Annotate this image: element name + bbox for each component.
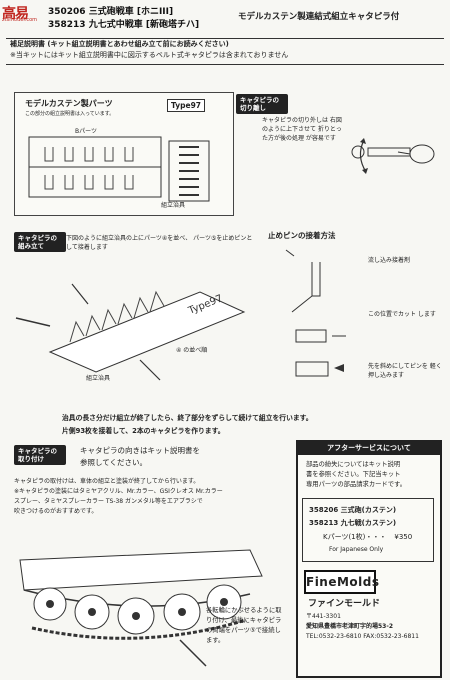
pin-section-title: 止めピンの接着方法 [268,231,336,240]
product-line-1: 350206 三式砲戦車 [ホニIII] [48,7,174,17]
type-label: Type97 [167,99,206,112]
assembly-jig-label: 組立治具 [86,375,111,382]
logo-text: 高易 [2,6,29,22]
japanese-only: For Japanese Only [329,546,384,553]
parts-panel-title: モデルカステン製パーツ [25,99,113,108]
install-detail: キャタピラの取付けは、車体の組立と塗装が終了してから行います。 ※キャタピラの塗… [14,477,284,517]
after-service-text: 部品の紛失についてはキット説明 書を参照ください。下記当キット 専用パーツの部品… [306,460,406,490]
after-service-text-3: 専用パーツの部品請求カードです。 [306,481,406,488]
cut-section-text: キャタピラの切り外しは 右図のように上下させて 折りとった方が後の処理 が容易で… [262,117,342,142]
pin-step-2: この位置でカット します [368,311,436,318]
contact: TEL:0532-23-6810 FAX:0532-23-6811 [306,633,419,640]
finemolds-logo: FineMolds [304,570,379,594]
finemolds-jp: ファインモールド [308,599,381,609]
install-detail-3: スプレー、タミヤスプレーカラー TS-38 ガンメタル等をエアブラシで [14,498,203,505]
install-text-2: 参照してください。 [80,458,148,467]
parts-panel-subtitle: この部分の組立説明書は入っています。 [25,111,115,117]
product-line-2: 358213 九七式中戦車 [新砲塔チハ] [48,20,200,30]
pin-drawing [282,242,362,402]
order-row-3: Kパーツ(1枚)・・・¥350 [323,533,413,541]
pin-step-1: 流し込み接着剤 [368,257,411,264]
install-text-1: キャタピラの向きはキット説明書を [80,446,200,455]
order-card: 358206 三式砲(カステン) 358213 九七戦(カステン) Kパーツ(1… [302,498,434,562]
bottom-note-line-2: 片側93枚を接着して、2本のキャタピラを作ります。 [62,427,225,435]
after-service-box: アフターサービスについて 部品の紛失についてはキット説明 書を参照ください。下記… [296,440,442,678]
parts-panel-part-label: Bパーツ [75,128,97,135]
postal-code: 〒441-3301 [306,613,341,620]
supplement-line-1: 補足説明書 (キット組立説明書とあわせ組み立て前にお読みください) [10,40,229,48]
parts-sprue-drawing [19,133,229,211]
assembly-section-text: 下図のように組立治具の上にパーツ④を並べ、 パーツ⑤を止めピンとして接着します [66,235,253,251]
assembly-arrow-label: ④ の並べ順 [176,347,208,354]
after-service-text-1: 部品の紛失についてはキット説明 [306,461,401,468]
supplement-bar: 補足説明書 (キット組立説明書とあわせ組み立て前にお読みください) ※当キットに… [6,38,444,65]
cut-section-label: キャタピラの 切り離し [236,94,288,114]
install-detail-2: ※キャタピラの塗装にはタミヤアクリル、Mr.カラー、GSIクレオス Mr.カラー [14,488,223,495]
pin-step-3: 先を斜めにしてピンを 軽く押し込みます [368,363,442,379]
install-section-label: キャタピラの 取り付け [14,445,66,465]
company-address: 〒441-3301 愛知県豊橋市老津町字的場53-2 TEL:0532-23-6… [306,612,419,642]
header-title: モデルカステン製連結式組立キャタピラ付 [238,12,400,22]
logo-url: ztsmodel.com [2,17,38,23]
cut-drawing [346,138,440,174]
assembly-section-label: キャタピラの 組み立て [14,232,66,252]
parts-panel-jig-label: 組立治具 [161,202,186,209]
after-service-title: アフターサービスについて [298,442,440,455]
order-row-1: 358206 三式砲(カステン) [309,506,397,514]
install-detail-4: 吹きつけるのがおすすめです。 [14,508,98,515]
supplement-line-2: ※当キットにはキット組立説明書中に図示するベルト式キャタピラは含まれておりません [10,51,289,59]
address: 愛知県豊橋市老津町字的場53-2 [306,623,394,630]
parts-panel: モデルカステン製パーツ この部分の組立説明書は入っています。 Bパーツ Type… [14,92,234,216]
assembly-drawing: Type97 [10,256,256,386]
install-detail-1: キャタピラの取付けは、車体の組立と塗装が終了してから行います。 [14,478,200,485]
tank-drawing [10,520,280,670]
bottom-note-line-1: 治具の長さ分だけ組立が終了したら、終了部分をずらして続けて組立を行います。 [62,414,313,422]
wheel-note: 各転輪にかぶせるように取り付け、最後にキャタピラの両端をパーツ⑤で接続します。 [206,607,282,644]
after-service-text-2: 書を参照ください。下記当キット [306,471,401,478]
order-row-2: 358213 九七戦(カステン) [309,519,397,527]
